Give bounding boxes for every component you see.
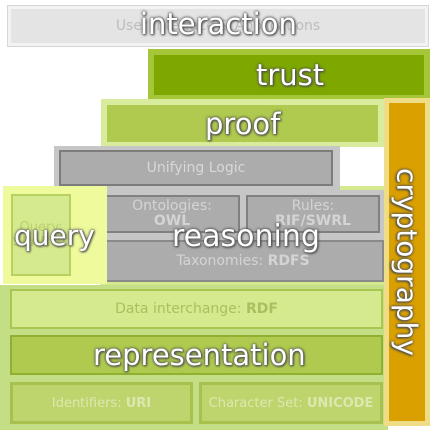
cryptography-label: cryptography: [390, 168, 424, 356]
query-label: query: [14, 219, 95, 252]
identifiers-prefix: Identifiers:: [51, 395, 122, 411]
data-interchange-name: RDF: [245, 301, 278, 317]
ontologies-name: OWL: [153, 213, 191, 229]
proof-layer: [101, 99, 384, 147]
identifiers-box: Identifiers: URI: [10, 382, 193, 424]
taxonomies-layer: Taxonomies: RDFS: [102, 240, 384, 282]
rules-prefix: Rules:: [291, 198, 335, 214]
unifying-logic-label: Unifying Logic: [146, 160, 246, 176]
rules-name: RIF/SWRL: [275, 213, 351, 229]
trust-label: trust: [256, 58, 325, 92]
representation-label: representation: [93, 338, 306, 372]
proof-label: proof: [205, 107, 281, 141]
user-interface-label: User Interface & Applications: [115, 18, 321, 34]
sparql-box: Query: SPARQL: [11, 194, 71, 276]
syntax-label: Syntax: XML: [152, 347, 241, 363]
ontologies-prefix: Ontologies:: [132, 198, 212, 214]
query-layer: Query: SPARQL: [3, 186, 107, 284]
ontologies-box: Ontologies: OWL: [104, 195, 240, 233]
charset-box: Character Set: UNICODE: [199, 382, 383, 424]
user-interface-layer: User Interface & Applications: [7, 5, 429, 47]
charset-prefix: Character Set:: [208, 395, 303, 411]
interaction-label: interaction: [140, 7, 297, 41]
cryptography-layer: [384, 98, 430, 426]
data-interchange-prefix: Data interchange:: [115, 301, 242, 317]
unifying-logic-layer: Unifying Logic: [54, 146, 340, 190]
taxonomies-name: RDFS: [267, 253, 310, 269]
trust-layer: [148, 49, 430, 101]
taxonomies-prefix: Taxonomies:: [176, 253, 264, 269]
reasoning-label: reasoning: [172, 219, 320, 254]
identifiers-name: URI: [125, 395, 152, 411]
ontologies-rules-layer: Ontologies: OWL Rules: RIF/SWRL: [98, 190, 388, 240]
charset-name: UNICODE: [306, 395, 374, 411]
data-interchange-layer: Data interchange: RDF: [10, 289, 383, 329]
query-prefix: Query:: [19, 220, 63, 235]
rules-box: Rules: RIF/SWRL: [246, 195, 380, 233]
syntax-layer: Syntax: XML: [10, 335, 383, 375]
query-name: SPARQL: [12, 235, 70, 250]
